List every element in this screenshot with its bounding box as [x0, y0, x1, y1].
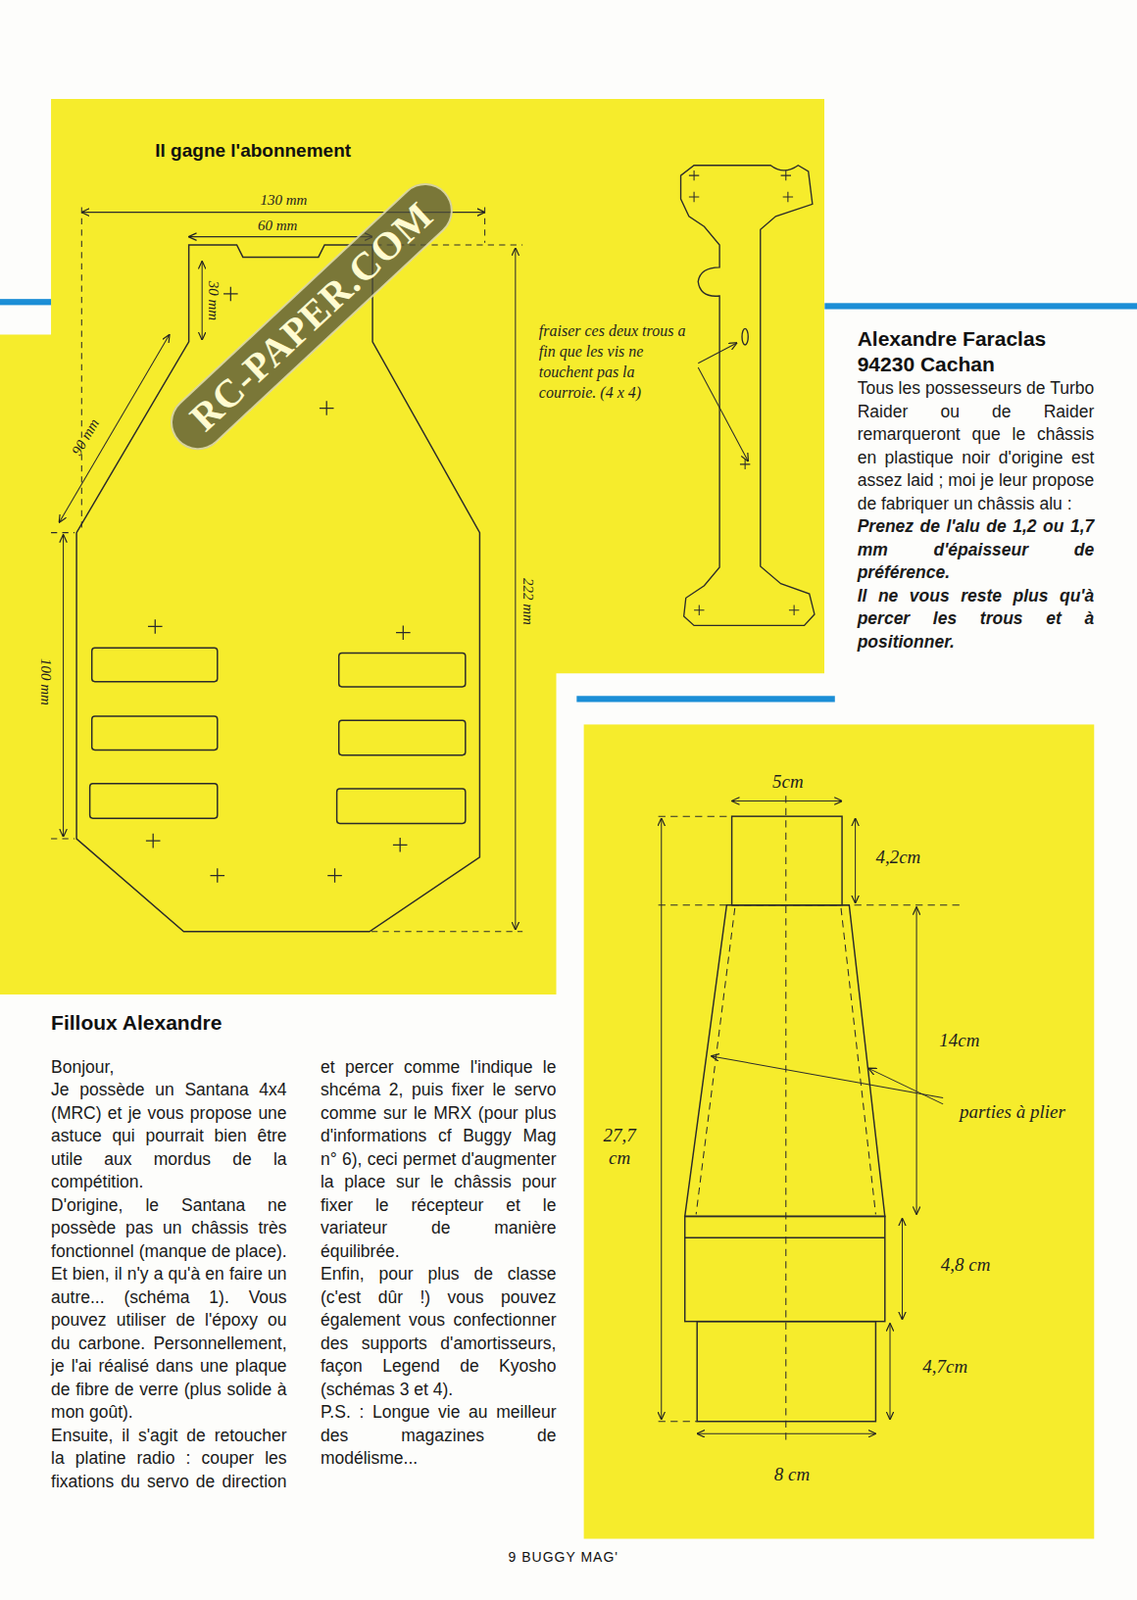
dimension-label: 100 mm: [37, 658, 55, 706]
dimension-line: [696, 1433, 876, 1435]
dimension-label: 90 mm: [68, 415, 104, 459]
panel-heading: Il gagne l'abonnement: [154, 140, 351, 162]
dimension-line: [514, 247, 516, 931]
page-footer: 9 BUGGY MAG': [508, 1549, 713, 1566]
fold-line: [658, 1421, 698, 1423]
article-body: Il ne vous reste plus qu'à percer les tr…: [857, 585, 1095, 655]
article-heading: Alexandre Faraclas: [857, 326, 1095, 352]
blue-rule: [0, 298, 51, 305]
dimension-line: [854, 818, 856, 903]
article-body: Je possède un Santana 4x4 (MRC) et je vo…: [50, 1079, 288, 1195]
leader-line: [711, 1056, 943, 1099]
handwritten-note: fraiser ces deux trous a fin que les vis…: [539, 320, 693, 403]
fold-line: [658, 904, 960, 906]
text-column: Alexandre Faraclas94230 CachanTous les p…: [857, 326, 1095, 654]
dimension-label: 4,8 cm: [940, 1254, 991, 1278]
article-body: Bonjour,: [50, 1056, 288, 1081]
fold-line: [840, 908, 876, 1215]
panel-fill: [0, 98, 825, 995]
article-body: Prenez de l'alu de 1,2 ou 1,7 mm d'épais…: [857, 515, 1095, 586]
leader-line: [868, 1068, 943, 1104]
dimension-line: [201, 261, 203, 341]
dimension-label: 5cm: [772, 770, 804, 793]
shock-mount-pattern: [685, 1237, 886, 1239]
shock-mount-pattern: [685, 905, 886, 1218]
label-anchor: Filloux Alexandre: [50, 1010, 357, 1037]
shock-mount-pattern: [685, 816, 886, 1423]
text-column: Bonjour,Je possède un Santana 4x4 (MRC) …: [50, 1056, 556, 1495]
dimension-line: [660, 818, 662, 1420]
shock-mount-pattern: [685, 1216, 886, 1322]
watermark: RC-PAPER.COM: [158, 171, 464, 461]
yellow-panel-bg: [584, 724, 1095, 1539]
dimension-line: [189, 236, 373, 238]
dimension-label: 8 cm: [774, 1463, 810, 1486]
label-anchor: fraiser ces deux trous a fin que les vis…: [539, 320, 693, 403]
dimension-label: 4,2cm: [875, 845, 921, 869]
dimension-label: 60 mm: [257, 216, 297, 235]
fold-line: [695, 908, 736, 1215]
shock-mount-pattern: [732, 816, 842, 906]
dimension-line: [732, 800, 842, 802]
dimension-label: 27,7 cm: [595, 1126, 643, 1172]
dimension-line: [62, 535, 64, 838]
article-body: Enfin, pour plus de classe (c'est dûr !)…: [320, 1263, 557, 1402]
extension-line: [81, 206, 83, 531]
article-body: P.S. : Longue vie au meilleur des magazi…: [320, 1401, 557, 1472]
fold-line: [785, 795, 787, 1441]
dimension-label: 222 mm: [519, 578, 538, 626]
callout-note: parties à plier: [950, 1101, 1074, 1125]
fold-line: [658, 816, 733, 818]
fold-line: [658, 795, 960, 1441]
dimension-line: [901, 1218, 903, 1320]
dimension-line: [889, 1324, 890, 1421]
label-anchor: 9 BUGGY MAG': [508, 1549, 713, 1566]
dimension-label: 14cm: [939, 1030, 980, 1053]
dimension-label: 130 mm: [260, 191, 308, 209]
blue-rule: [576, 695, 835, 702]
article-body: Tous les possesseurs de Turbo Raider ou …: [857, 377, 1095, 516]
article-heading: 94230 Cachan: [857, 351, 1095, 378]
dimension-line: [661, 801, 917, 1435]
article-heading: Filloux Alexandre: [50, 1010, 357, 1037]
dimension-label: 30 mm: [204, 281, 223, 321]
blue-rule: [824, 302, 1137, 309]
dimension-line: [916, 907, 918, 1215]
article-body: D'origine, le Santana ne possède pas un …: [50, 1194, 288, 1426]
dimension-label: 4,7cm: [922, 1356, 968, 1380]
